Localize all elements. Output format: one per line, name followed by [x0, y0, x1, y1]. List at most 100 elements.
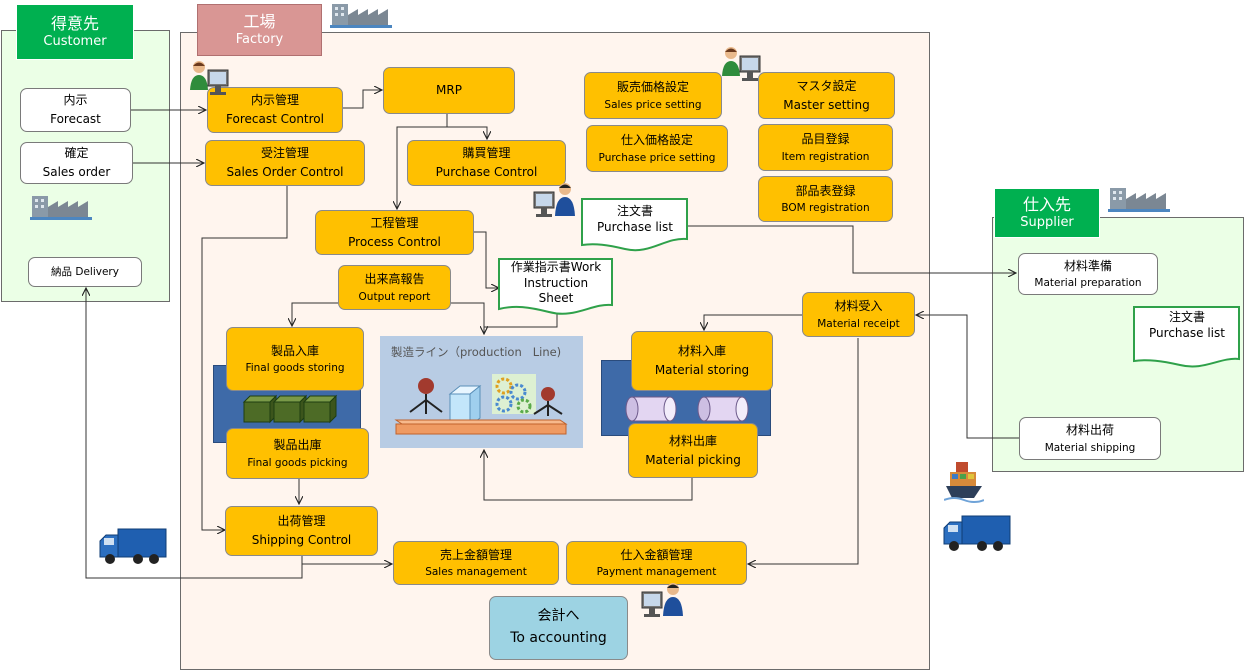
final-goods-storing-box[interactable]: 製品入庫 Final goods storing [226, 327, 364, 391]
purchase-control-en: Purchase Control [435, 165, 538, 179]
sales-price-setting-box[interactable]: 販売価格設定 Sales price setting [584, 72, 722, 119]
sales-order-box[interactable]: 確定 Sales order [20, 142, 133, 184]
final-goods-picking-en: Final goods picking [247, 456, 348, 469]
material-storing-jp: 材料入庫 [677, 344, 726, 359]
purchase-list-factory-doc[interactable]: 注文書 Purchase list [580, 197, 690, 255]
forecast-control-en: Forecast Control [226, 112, 324, 126]
material-storing-box[interactable]: 材料入庫 Material storing [631, 331, 773, 391]
mrp-text: MRP [436, 83, 462, 98]
material-preparation-en: Material preparation [1034, 277, 1142, 290]
line-instruction-to-line [484, 314, 558, 328]
line-shipping-to-receipt [916, 315, 1019, 439]
line-purchaselist-to-supplier [688, 225, 1016, 273]
to-accounting-box[interactable]: 会計へ To accounting [489, 596, 628, 660]
work-instruction-doc[interactable]: 作業指示書Work Instruction Sheet [497, 257, 615, 317]
truck-icon [943, 515, 1011, 551]
output-report-en: Output report [358, 290, 431, 303]
item-registration-en: Item registration [781, 150, 870, 163]
final-goods-storing-jp: 製品入庫 [270, 343, 319, 358]
person-computer-icon [722, 47, 761, 81]
customer-title-jp: 得意先 [50, 13, 99, 33]
master-setting-en: Master setting [783, 97, 870, 112]
shipping-control-jp: 出荷管理 [277, 514, 326, 529]
delivery-box[interactable]: 納品 Delivery [28, 257, 142, 287]
work-instruction-line1: 作業指示書Work [510, 260, 602, 274]
line-shipping-to-delivery [86, 288, 303, 579]
shipping-control-box[interactable]: 出荷管理 Shipping Control [225, 506, 378, 556]
forecast-control-box[interactable]: 内示管理 Forecast Control [207, 87, 343, 133]
gear-icon [495, 377, 532, 414]
to-accounting-jp: 会計へ [537, 608, 580, 625]
purchase-list-factory-jp: 注文書 [616, 204, 653, 218]
purchase-list-supplier-doc[interactable]: 注文書 Purchase list [1132, 305, 1242, 369]
building-icon [330, 4, 392, 28]
sales-price-setting-jp: 販売価格設定 [616, 80, 689, 95]
work-instruction-line3: Sheet [538, 291, 574, 306]
purchase-control-jp: 購買管理 [462, 146, 511, 161]
line-salesorder-to-shipping [201, 186, 288, 530]
sales-order-jp: 確定 [64, 146, 89, 161]
delivery-text: 納品 Delivery [51, 265, 119, 278]
material-preparation-box[interactable]: 材料準備 Material preparation [1018, 253, 1158, 295]
supplier-title-en: Supplier [1020, 214, 1074, 230]
factory-title-en: Factory [235, 31, 284, 47]
payment-management-box[interactable]: 仕入金額管理 Payment management [566, 541, 747, 585]
material-shipping-en: Material shipping [1044, 441, 1136, 454]
purchase-price-setting-box[interactable]: 仕入価格設定 Purchase price setting [586, 125, 728, 172]
payment-management-jp: 仕入金額管理 [620, 547, 693, 562]
process-control-box[interactable]: 工程管理 Process Control [315, 210, 474, 255]
ship-icon [944, 462, 984, 503]
process-control-en: Process Control [348, 234, 441, 249]
customer-header: 得意先 Customer [16, 4, 134, 60]
purchase-list-supplier-en: Purchase list [1149, 326, 1225, 341]
crate-icon [242, 394, 338, 424]
document-shape [1133, 306, 1240, 368]
mrp-box[interactable]: MRP [383, 67, 515, 114]
sales-price-setting-en: Sales price setting [604, 98, 702, 111]
forecast-control-jp: 内示管理 [250, 93, 299, 108]
line-receipt-to-payment [748, 338, 859, 564]
output-report-box[interactable]: 出来高報告 Output report [338, 265, 451, 310]
bom-registration-box[interactable]: 部品表登録 BOM registration [758, 176, 893, 222]
purchase-list-factory-en: Purchase list [597, 220, 673, 235]
purchase-control-box[interactable]: 購買管理 Purchase Control [407, 140, 566, 186]
material-shipping-jp: 材料出荷 [1065, 423, 1114, 438]
item-registration-jp: 品目登録 [801, 132, 850, 147]
forecast-box[interactable]: 内示 Forecast [20, 88, 131, 132]
factory-header: 工場 Factory [197, 4, 322, 56]
material-receipt-jp: 材料受入 [834, 299, 883, 314]
line-receipt-to-storing [704, 314, 802, 330]
truck-icon [99, 528, 167, 564]
building-icon [30, 196, 92, 220]
line-output-to-line [451, 302, 484, 334]
forecast-en: Forecast [50, 112, 101, 126]
material-receipt-en: Material receipt [817, 317, 900, 330]
material-receipt-box[interactable]: 材料受入 Material receipt [802, 292, 915, 337]
document-shape [581, 198, 688, 252]
item-registration-box[interactable]: 品目登録 Item registration [758, 124, 893, 171]
output-report-jp: 出来高報告 [364, 272, 425, 287]
master-setting-box[interactable]: マスタ設定 Master setting [758, 72, 895, 119]
line-mrp-to-process [397, 126, 447, 209]
sales-order-control-box[interactable]: 受注管理 Sales Order Control [205, 140, 365, 186]
work-instruction-line2: Instruction [523, 275, 589, 290]
production-line-label: 製造ライン（production Line) [391, 345, 562, 359]
shipping-control-en: Shipping Control [251, 533, 352, 547]
purchase-list-supplier-jp: 注文書 [1168, 310, 1205, 324]
material-picking-box[interactable]: 材料出庫 Material picking [628, 423, 758, 478]
final-goods-picking-box[interactable]: 製品出庫 Final goods picking [226, 428, 369, 479]
supplier-header: 仕入先 Supplier [994, 188, 1100, 238]
forecast-jp: 内示 [63, 93, 88, 108]
sales-order-en: Sales order [42, 165, 111, 179]
cylinder-icon [625, 396, 749, 422]
line-mrp-to-purchase [446, 114, 487, 139]
final-goods-picking-jp: 製品出庫 [273, 438, 322, 453]
person-computer-icon [190, 61, 229, 95]
bom-registration-jp: 部品表登録 [795, 183, 856, 198]
person-computer-icon [641, 583, 683, 617]
material-shipping-box[interactable]: 材料出荷 Material shipping [1019, 417, 1161, 460]
final-goods-storing-en: Final goods storing [245, 362, 345, 375]
sales-management-box[interactable]: 売上金額管理 Sales management [393, 541, 559, 585]
line-picking-to-line [484, 450, 693, 501]
material-picking-en: Material picking [645, 452, 741, 467]
